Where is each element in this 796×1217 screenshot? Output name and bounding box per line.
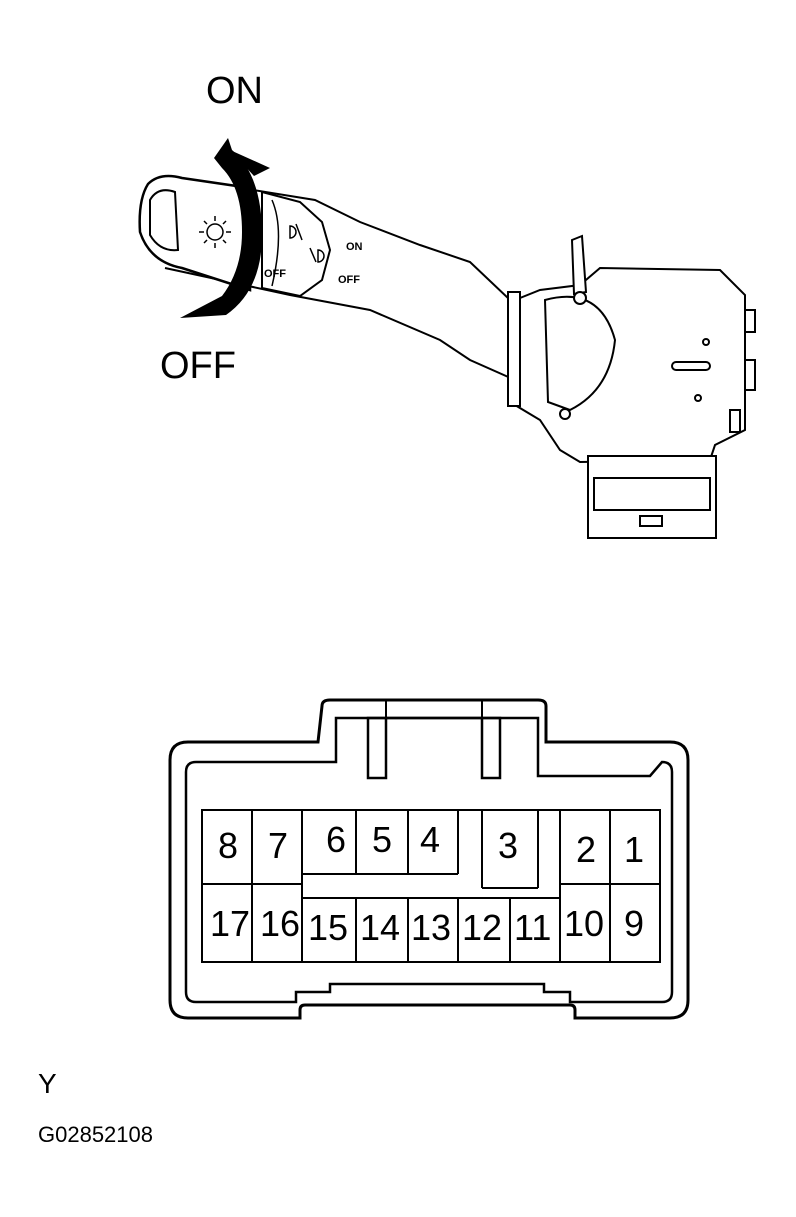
off-label: OFF [160, 345, 236, 387]
figure-code: G02852108 [38, 1122, 153, 1147]
knob-off-label: OFF [338, 274, 360, 286]
knob-off-label-2: OFF [264, 268, 286, 280]
knob-on-label: ON [346, 241, 363, 253]
on-label: ON [206, 70, 263, 112]
headlight-icon [199, 216, 231, 248]
switch-body [507, 234, 756, 539]
lever-knob [138, 174, 252, 292]
rotation-arrow-icon [180, 138, 270, 318]
switch-ring: ON OFF OFF [261, 190, 363, 298]
fog-light-icon [289, 223, 325, 263]
connector-color-label: Y [38, 1068, 57, 1099]
